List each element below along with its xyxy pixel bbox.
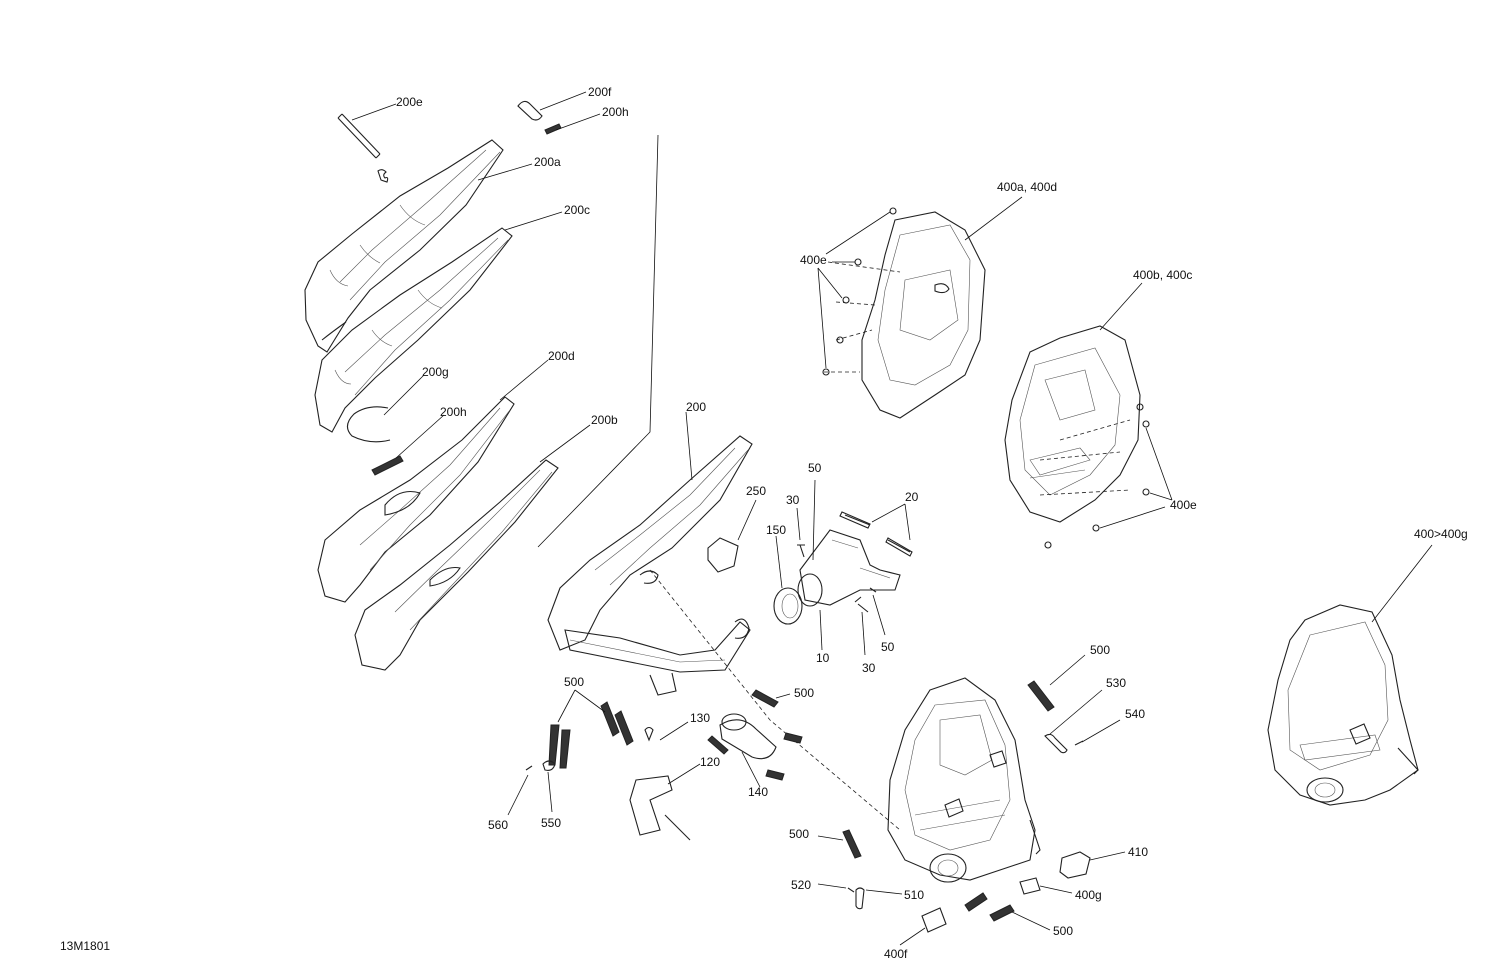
part-400e-fasteners-right xyxy=(1044,403,1173,549)
label-200c: 200c xyxy=(564,203,590,217)
part-labels: 200e 200f 200h 200a 200c 200g 200d 200h … xyxy=(60,85,1468,961)
part-20-gaskets xyxy=(839,503,913,557)
part-200-exhaust-assembly xyxy=(547,435,753,696)
part-10-manifold xyxy=(797,514,911,651)
leader-200d xyxy=(499,359,549,401)
label-200a: 200a xyxy=(534,155,561,169)
label-520: 520 xyxy=(791,878,811,892)
label-400e-left: 400e xyxy=(800,253,827,267)
leader-200g xyxy=(383,374,425,416)
part-muffler-assembly-lower xyxy=(887,677,1041,883)
part-400f-grommet xyxy=(899,907,947,946)
label-200: 200 xyxy=(686,400,706,414)
part-200h-spring-mid xyxy=(371,455,404,476)
part-500-spring-lower-left xyxy=(817,829,862,859)
label-530: 530 xyxy=(1106,676,1126,690)
label-400g: 400g xyxy=(1075,888,1102,902)
part-200f-clip xyxy=(517,100,543,121)
label-410: 410 xyxy=(1128,845,1148,859)
label-30-top: 30 xyxy=(786,493,800,507)
part-200c-exhaust-pipe xyxy=(314,227,513,433)
label-200d: 200d xyxy=(548,349,575,363)
label-510: 510 xyxy=(904,888,924,902)
part-200a-exhaust-pipe xyxy=(304,139,504,353)
label-10: 10 xyxy=(816,651,830,665)
label-120: 120 xyxy=(700,755,720,769)
label-200f: 200f xyxy=(588,85,612,99)
label-500-lower: 500 xyxy=(789,827,809,841)
label-400a-400d: 400a, 400d xyxy=(997,180,1057,194)
leader-200a xyxy=(477,163,533,181)
label-500-bottom: 500 xyxy=(1053,924,1073,938)
diagram-code: 13M1801 xyxy=(60,939,110,953)
part-50-nut-bot xyxy=(869,587,886,636)
part-150-gasket xyxy=(773,535,803,625)
part-400a-400d-muffler-shell xyxy=(824,196,1023,419)
part-500-springs-bottom xyxy=(964,892,1051,931)
label-400e-right: 400e xyxy=(1170,498,1197,512)
part-200b-exhaust-pipe xyxy=(354,459,559,671)
part-200d-exhaust-pipe xyxy=(317,396,515,603)
part-510-bracket xyxy=(855,887,903,910)
leader-200b xyxy=(539,424,591,463)
label-500-center: 500 xyxy=(794,686,814,700)
label-150: 150 xyxy=(766,523,786,537)
leader-200h-mid xyxy=(395,414,445,459)
label-400b-400c: 400b, 400c xyxy=(1133,268,1192,282)
part-50-nut-top xyxy=(812,479,816,561)
part-400b-400c-muffler-shell xyxy=(1004,282,1143,523)
part-30-stud-top xyxy=(796,507,805,558)
part-130-bolt xyxy=(644,721,689,742)
label-130: 130 xyxy=(690,711,710,725)
leader-200e xyxy=(351,103,397,121)
part-200e-rod xyxy=(337,113,389,183)
part-30-stud-bot xyxy=(854,596,869,656)
part-520-screw xyxy=(817,883,855,893)
label-30-bot: 30 xyxy=(862,661,876,675)
part-530-bracket xyxy=(1044,689,1103,754)
part-500-springs-center xyxy=(707,689,803,781)
label-200e: 200e xyxy=(396,95,423,109)
leader-200 xyxy=(685,411,693,481)
part-550-clip xyxy=(542,760,556,813)
part-200g-ring xyxy=(346,406,391,443)
label-200h-top: 200h xyxy=(602,105,629,119)
label-140: 140 xyxy=(748,785,768,799)
part-410-grommet xyxy=(1059,851,1126,879)
part-400-complete-muffler xyxy=(1267,544,1433,806)
leader-200f xyxy=(539,91,587,111)
label-560: 560 xyxy=(488,818,508,832)
label-200g: 200g xyxy=(422,365,449,379)
label-550: 550 xyxy=(541,816,561,830)
alignment-line-main xyxy=(649,569,901,831)
label-400-to-400g: 400>400g xyxy=(1414,527,1468,541)
label-20: 20 xyxy=(905,490,919,504)
label-50-top: 50 xyxy=(808,461,822,475)
label-500-right: 500 xyxy=(1090,643,1110,657)
label-200h-mid: 200h xyxy=(440,405,467,419)
part-140-elbow xyxy=(719,713,777,788)
part-560-screw xyxy=(507,765,533,816)
label-200b: 200b xyxy=(591,413,618,427)
leader-200c xyxy=(504,211,563,231)
label-540: 540 xyxy=(1125,707,1145,721)
label-500-left: 500 xyxy=(564,675,584,689)
label-400f: 400f xyxy=(884,947,908,961)
leader-200h-top xyxy=(555,113,601,131)
part-120-bracket xyxy=(629,763,701,841)
part-400e-fasteners-left xyxy=(817,207,897,376)
label-50-bot: 50 xyxy=(881,640,895,654)
label-250: 250 xyxy=(746,484,766,498)
part-400g-grommet xyxy=(1019,877,1073,895)
part-500-springs-left xyxy=(548,689,634,769)
part-540-screw xyxy=(1074,719,1121,746)
part-500-spring-right-top xyxy=(1027,654,1086,712)
part-250-sensor xyxy=(707,499,757,573)
